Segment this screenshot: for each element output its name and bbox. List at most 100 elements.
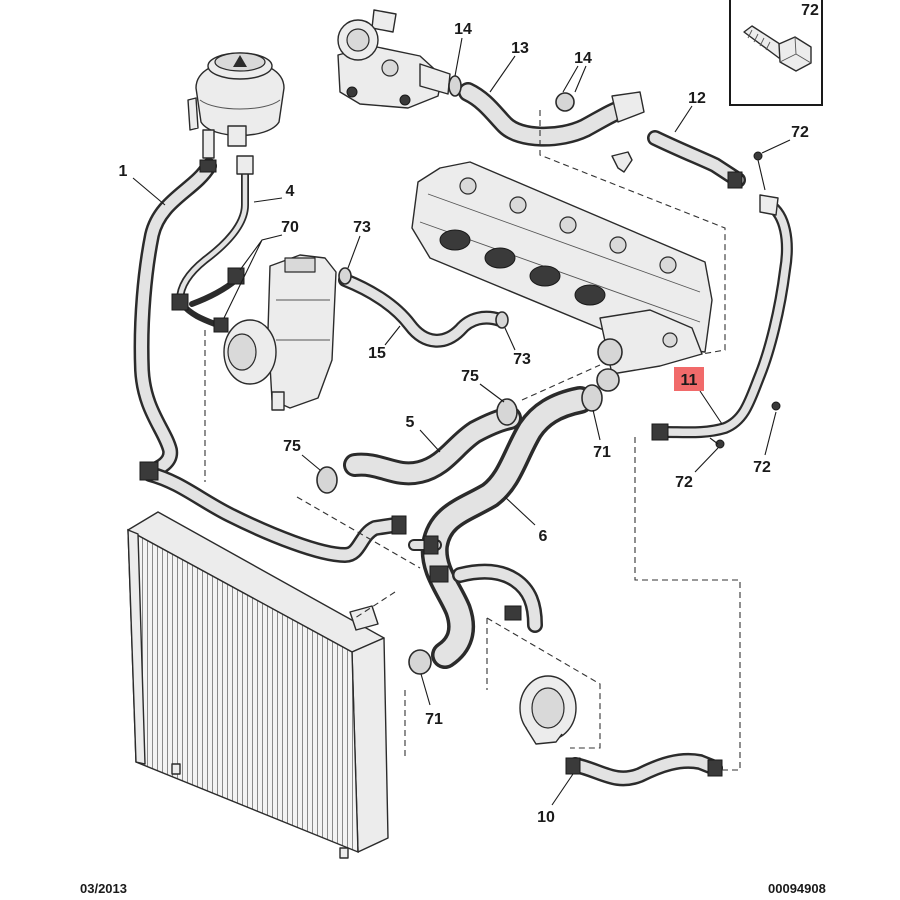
leader-line xyxy=(301,454,321,471)
oil-housing-foot xyxy=(271,391,285,411)
radiator-left-rail xyxy=(127,529,146,765)
hose-13 xyxy=(458,82,645,147)
hose-1-clamp xyxy=(199,159,217,173)
leader-line xyxy=(699,390,723,425)
hose-13-body xyxy=(460,84,633,145)
tank-seam xyxy=(199,99,281,110)
hose-11-body xyxy=(661,201,791,437)
tank-outlet xyxy=(202,129,215,159)
highlight-box xyxy=(674,367,704,391)
outlet-seal-ring xyxy=(596,368,620,392)
hose-6-connector xyxy=(504,605,522,621)
cylinder-port xyxy=(484,247,516,269)
bolt-72 xyxy=(753,151,763,161)
clamp-75 xyxy=(316,466,338,494)
bolt-thread xyxy=(747,29,771,51)
hose-11 xyxy=(651,194,793,441)
leader-line xyxy=(479,383,505,403)
leader-line xyxy=(551,773,574,806)
callout-71: 71 xyxy=(425,711,443,728)
clamp-73 xyxy=(338,267,352,285)
callout-labels: 72 14 13 14 12 72 1 4 70 73 15 73 75 11 … xyxy=(119,2,819,826)
leader-line xyxy=(489,55,516,93)
clamp-73 xyxy=(495,311,509,329)
cylinder-head-line xyxy=(427,193,701,293)
tank-sensor-port xyxy=(227,125,247,147)
y-fitting xyxy=(611,151,633,173)
hose-15 xyxy=(338,273,507,348)
cam-journal xyxy=(509,196,527,214)
expansion-tank xyxy=(187,52,285,159)
clamp-71 xyxy=(581,384,603,412)
housing-body xyxy=(337,45,443,109)
leader-line xyxy=(384,325,401,346)
water-outlet-housing xyxy=(337,9,451,109)
hose-11-fitting xyxy=(759,194,779,216)
hose-1-connector xyxy=(139,461,159,481)
leader-line xyxy=(694,447,719,473)
callout-5: 5 xyxy=(406,414,415,431)
radiator-foot xyxy=(171,763,181,775)
oil-filter-housing xyxy=(223,254,337,411)
clamp-14 xyxy=(448,75,462,97)
tank-bracket xyxy=(187,97,199,131)
housing-outlet xyxy=(419,63,451,95)
outlet-seal-ring xyxy=(597,338,623,366)
water-pump-flange xyxy=(525,727,563,745)
leader-line xyxy=(419,429,441,453)
leader-line xyxy=(454,37,463,77)
cylinder-port xyxy=(439,229,471,251)
dashed-line xyxy=(351,591,396,621)
callout-73: 73 xyxy=(513,351,531,368)
cam-journal xyxy=(659,256,677,274)
leader-line xyxy=(761,139,791,154)
leader-line xyxy=(764,411,777,456)
hose-13-fitting xyxy=(611,91,645,123)
dashed-line xyxy=(539,110,726,355)
housing-bolt xyxy=(346,86,358,98)
callout-4: 4 xyxy=(286,183,295,200)
leader-line xyxy=(223,234,283,319)
bolt-72 xyxy=(771,401,781,411)
callout-14: 14 xyxy=(454,21,472,38)
hose-5 xyxy=(343,406,522,486)
hose-12-body xyxy=(649,132,744,186)
callout-72: 72 xyxy=(801,2,819,19)
hose-1-connector xyxy=(391,515,407,535)
callout-72: 72 xyxy=(675,474,693,491)
radiator-outlet xyxy=(349,605,379,631)
warning-triangle-icon xyxy=(233,55,247,67)
callout-14: 14 xyxy=(574,50,592,67)
cam-journal xyxy=(609,236,627,254)
cam-journal xyxy=(559,216,577,234)
cylinder-port xyxy=(574,284,606,306)
oil-housing-body xyxy=(267,254,337,409)
connector-block xyxy=(171,293,189,311)
callout-73: 73 xyxy=(353,219,371,236)
callout-70: 70 xyxy=(281,219,299,236)
hose-6-body xyxy=(424,389,591,666)
outlet-housing-boss xyxy=(662,332,678,348)
hose-12-connector xyxy=(727,171,743,189)
clamp-71 xyxy=(408,649,432,675)
callout-1: 1 xyxy=(119,163,128,180)
cylinder-port xyxy=(529,265,561,287)
callout-12: 12 xyxy=(688,90,706,107)
callout-72: 72 xyxy=(753,459,771,476)
callout-75: 75 xyxy=(461,368,479,385)
callout-71: 71 xyxy=(593,444,611,461)
hose-11-connector xyxy=(651,423,669,441)
clamp-75 xyxy=(496,398,518,426)
bolt-72-shank xyxy=(757,159,766,191)
hose-5-body xyxy=(346,409,519,483)
hose-15-body xyxy=(340,275,505,346)
housing-bolt xyxy=(399,94,411,106)
radiator-foot xyxy=(339,847,349,859)
footer: 03/2013 00094908 xyxy=(80,881,826,896)
bolt-icon xyxy=(743,25,812,72)
inset-box xyxy=(729,0,823,106)
clamps xyxy=(316,75,603,675)
cam-journal xyxy=(459,177,477,195)
callout-10: 10 xyxy=(537,809,555,826)
